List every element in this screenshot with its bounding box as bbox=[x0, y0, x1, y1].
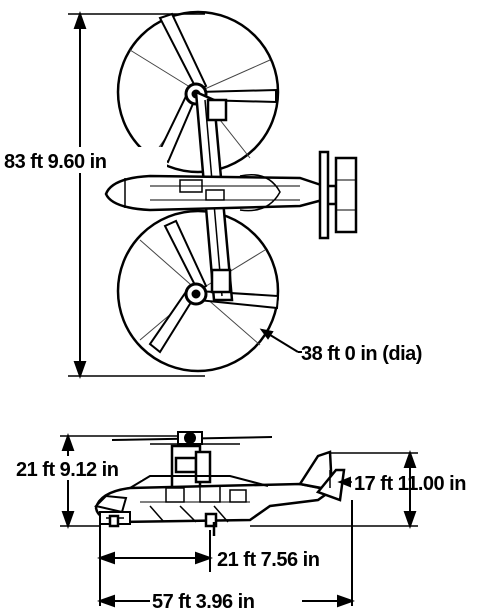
tail-height-dimension bbox=[250, 450, 418, 529]
span-label-group: 83 ft 9.60 in bbox=[2, 147, 167, 173]
rotor-diameter-label: 38 ft 0 in (dia) bbox=[301, 343, 422, 365]
rotor-blades-side bbox=[111, 431, 273, 445]
tail-height-label: 17 ft 11.00 in bbox=[354, 473, 466, 495]
length-dimension bbox=[97, 500, 355, 608]
tail-top bbox=[318, 150, 358, 240]
nose-to-rotor-dimension bbox=[97, 525, 213, 606]
nose-to-rotor-label: 21 ft 7.56 in bbox=[217, 549, 319, 571]
side-view bbox=[60, 431, 418, 608]
overall-height-dimension bbox=[60, 433, 180, 529]
fuselage-top bbox=[104, 174, 332, 212]
span-label: 83 ft 9.60 in bbox=[4, 151, 106, 173]
rotor-diameter-leader bbox=[259, 328, 302, 353]
overall-height-label-group: 21 ft 9.12 in bbox=[14, 456, 142, 481]
landing-gear bbox=[108, 512, 218, 536]
span-dimension-line bbox=[68, 11, 205, 379]
overall-height-label: 21 ft 9.12 in bbox=[16, 459, 118, 481]
top-view bbox=[68, 10, 358, 379]
length-label: 57 ft 3.96 in bbox=[152, 591, 254, 611]
lower-rotor-disc bbox=[116, 209, 280, 373]
nacelle-side bbox=[170, 444, 212, 492]
tail-side bbox=[297, 450, 346, 502]
